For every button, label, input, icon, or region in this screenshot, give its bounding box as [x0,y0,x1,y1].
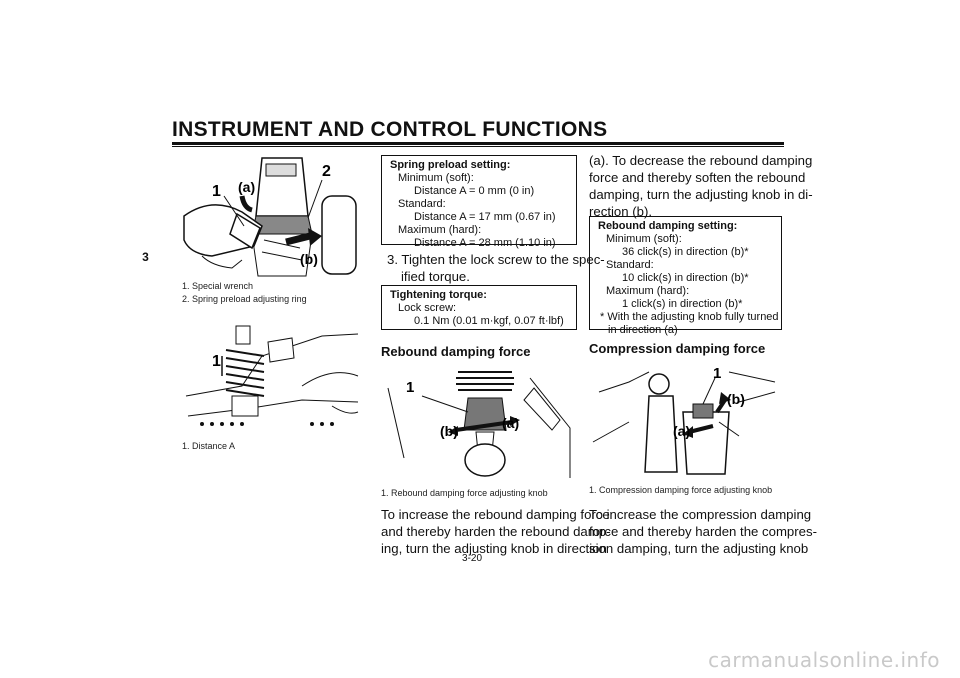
torque-title: Tightening torque: [390,289,487,301]
text-line: force and thereby soften the rebound [589,170,806,185]
spec-line: Distance A = 17 mm (0.67 in) [414,211,556,223]
step-3-line-2: ified torque. [401,269,470,284]
callout-b: (b) [300,251,318,267]
text-line: To increase the compression damping [589,507,812,522]
callout-b: (b) [727,391,745,407]
tightening-torque-box: Tightening torque: Lock screw: 0.1 Nm (0… [381,285,577,330]
spring-preload-title: Spring preload setting: [390,159,511,171]
figure-rebound-knob: 1 (a) (b) [384,368,576,483]
rebound-damping-setting-box: Rebound damping setting: Minimum (soft):… [589,216,782,336]
header-rule [172,142,784,145]
figure1-caption-1: 1. Special wrench [182,281,254,291]
page-number: 3-20 [462,553,483,564]
spec-line: Standard: [398,198,446,210]
step-3-text: 3. Tighten the lock screw to the spec- i… [387,251,605,285]
spec-line: Minimum (soft): [398,172,474,184]
rebound-paragraph: To increase the rebound damping force an… [381,506,610,557]
spec-footnote: in direction (a) [608,324,678,336]
spec-line: Minimum (soft): [606,233,682,245]
figure-spring-preload-wrench: 1 2 (a) (b) [182,156,362,278]
chapter-tab: 3 [131,246,160,268]
callout-1: 1 [406,379,414,396]
figure-distance-a: 1 [182,316,362,438]
spec-line: Standard: [606,259,654,271]
spec-line: 1 click(s) in direction (b)* [622,298,743,310]
header-rule-thin [172,146,784,147]
spec-line: Maximum (hard): [398,224,482,236]
callout-1: 1 [713,365,721,382]
spec-line: Distance A = 0 mm (0 in) [414,185,535,197]
rebound-paragraph-continued: (a). To decrease the rebound damping for… [589,152,813,220]
callout-a: (a) [238,179,255,195]
callout-1: 1 [212,353,221,370]
direction-b-arrow [285,232,311,246]
text-line: (a). To decrease the rebound damping [589,153,813,168]
rebound-heading: Rebound damping force [381,344,531,359]
page-title: INSTRUMENT AND CONTROL FUNCTIONS [172,118,608,141]
figure3-caption: 1. Rebound damping force adjusting knob [381,488,548,498]
spec-footnote: * With the adjusting knob fully turned [600,311,779,323]
spec-line: 36 click(s) in direction (b)* [622,246,749,258]
callout-b: (b) [440,423,458,439]
spec-line: Distance A = 28 mm (1.10 in) [414,237,556,249]
spec-line: 10 click(s) in direction (b)* [622,272,749,284]
callout-2: 2 [322,163,331,180]
spec-line: Maximum (hard): [606,285,690,297]
compression-heading: Compression damping force [589,341,766,356]
spec-line: Lock screw: [398,302,457,314]
text-line: damping, turn the adjusting knob in di- [589,187,813,202]
figure2-caption: 1. Distance A [182,441,236,451]
compression-paragraph: To increase the compression damping forc… [589,506,817,557]
figure-compression-knob: 1 (a) (b) [589,362,781,480]
figure1-caption-2: 2. Spring preload adjusting ring [182,294,307,304]
spec-line: 0.1 Nm (0.01 m·kgf, 0.07 ft·lbf) [414,315,564,327]
text-line: ing, turn the adjusting knob in directio… [381,541,607,556]
text-line: force and thereby harden the compres- [589,524,817,539]
text-line: and thereby harden the rebound damp- [381,524,611,539]
text-line: To increase the rebound damping force [381,507,610,522]
callout-a: (a) [502,415,519,431]
step-3-line-1: 3. Tighten the lock screw to the spec- [387,252,605,267]
direction-a-arrow [239,195,253,213]
spring-preload-setting-box: Spring preload setting: Minimum (soft): … [381,155,577,249]
text-line: sion damping, turn the adjusting knob [589,541,809,556]
rebound-setting-title: Rebound damping setting: [598,220,738,232]
text-line: rection (b). [589,204,653,219]
callout-1: 1 [212,183,221,200]
callout-a: (a) [673,423,690,439]
watermark: carmanualsonline.info [708,648,940,672]
figure4-caption: 1. Compression damping force adjusting k… [589,485,773,495]
